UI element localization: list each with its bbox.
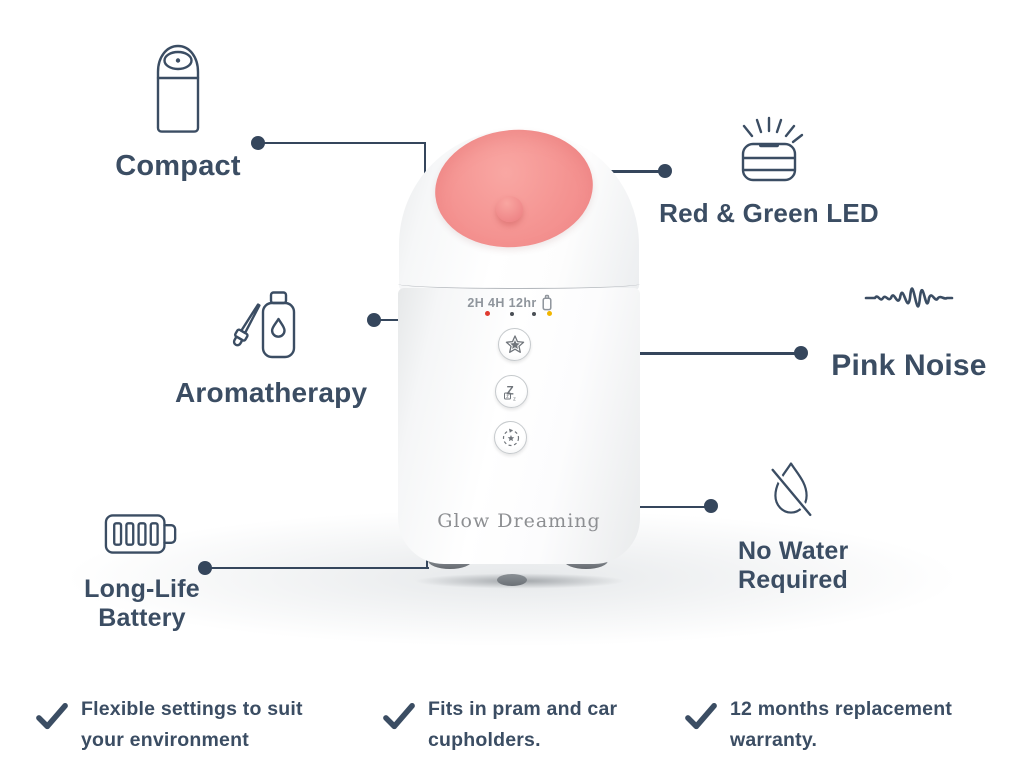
- mist-nozzle: [496, 196, 523, 222]
- timer-indicator-2: [510, 312, 514, 316]
- checkmark-icon: [685, 703, 717, 730]
- timer-indicator-3: [532, 312, 536, 316]
- connector-line-battery: [205, 566, 429, 569]
- timer-indicator-amber: [547, 311, 552, 316]
- feature-aromatherapy: Aromatherapy: [175, 283, 368, 409]
- benefit-text: 12 months replacement warranty.: [730, 698, 953, 751]
- battery-icon: [104, 514, 177, 554]
- dropper-bottle-icon: [232, 291, 295, 359]
- connector-dot-pink-noise: [794, 346, 808, 360]
- svg-text:z: z: [506, 394, 509, 400]
- cycle-mode-button: [494, 421, 527, 454]
- connector-dot-no-water: [704, 499, 718, 513]
- sleep-z-button: Z z z: [495, 375, 528, 408]
- soundwave-icon: [864, 287, 954, 308]
- feature-battery-label: Long-Life Battery: [84, 575, 200, 632]
- led-glow-icon: [741, 116, 804, 182]
- feature-pink-noise-label: Pink Noise: [831, 349, 987, 382]
- benefit-warranty: 12 months replacement warranty.: [685, 694, 985, 756]
- checkmark-icon: [36, 703, 68, 730]
- feature-compact: Compact: [88, 42, 268, 183]
- battery-status-icon: [542, 294, 552, 311]
- product-device: 2H 4H 12hr Z z z: [398, 122, 640, 590]
- cycle-icon: [502, 428, 519, 446]
- feature-aromatherapy-label: Aromatherapy: [175, 377, 368, 408]
- no-water-drop-icon: [769, 462, 814, 519]
- device-foot-center: [497, 574, 527, 586]
- feature-led-label: Red & Green LED: [659, 198, 879, 228]
- connector-dot-led: [658, 164, 672, 178]
- timer-indicator-red: [485, 311, 490, 316]
- sleep-z-icon: Z z z: [503, 383, 516, 402]
- feature-led: Red & Green LED: [655, 112, 883, 229]
- benefit-flexible-settings: Flexible settings to suit your environme…: [36, 694, 336, 756]
- star-light-button: [498, 328, 531, 361]
- device-seam: [398, 279, 640, 289]
- feature-compact-label: Compact: [115, 150, 241, 182]
- feature-battery: Long-Life Battery: [72, 508, 212, 633]
- checkmark-icon: [383, 703, 415, 730]
- benefit-text: Flexible settings to suit your environme…: [81, 698, 303, 751]
- benefit-cupholders: Fits in pram and car cupholders.: [383, 694, 663, 756]
- timer-label-row: 2H 4H 12hr: [389, 294, 631, 311]
- connector-line-pink-noise: [591, 352, 803, 355]
- timer-labels: 2H 4H 12hr: [467, 295, 537, 310]
- feature-no-water: No Water Required: [738, 458, 878, 595]
- benefit-text: Fits in pram and car cupholders.: [428, 698, 618, 751]
- feature-pink-noise: Pink Noise: [818, 262, 1000, 383]
- compact-device-icon: [156, 44, 200, 133]
- svg-text:z: z: [513, 396, 516, 402]
- svg-text:Z: Z: [506, 383, 513, 397]
- connector-line-led: [566, 170, 662, 173]
- brand-logo: Glow Dreaming: [437, 510, 601, 532]
- feature-no-water-label: No Water Required: [738, 537, 849, 594]
- connector-line-compact: [258, 141, 426, 144]
- star-icon: [505, 334, 524, 353]
